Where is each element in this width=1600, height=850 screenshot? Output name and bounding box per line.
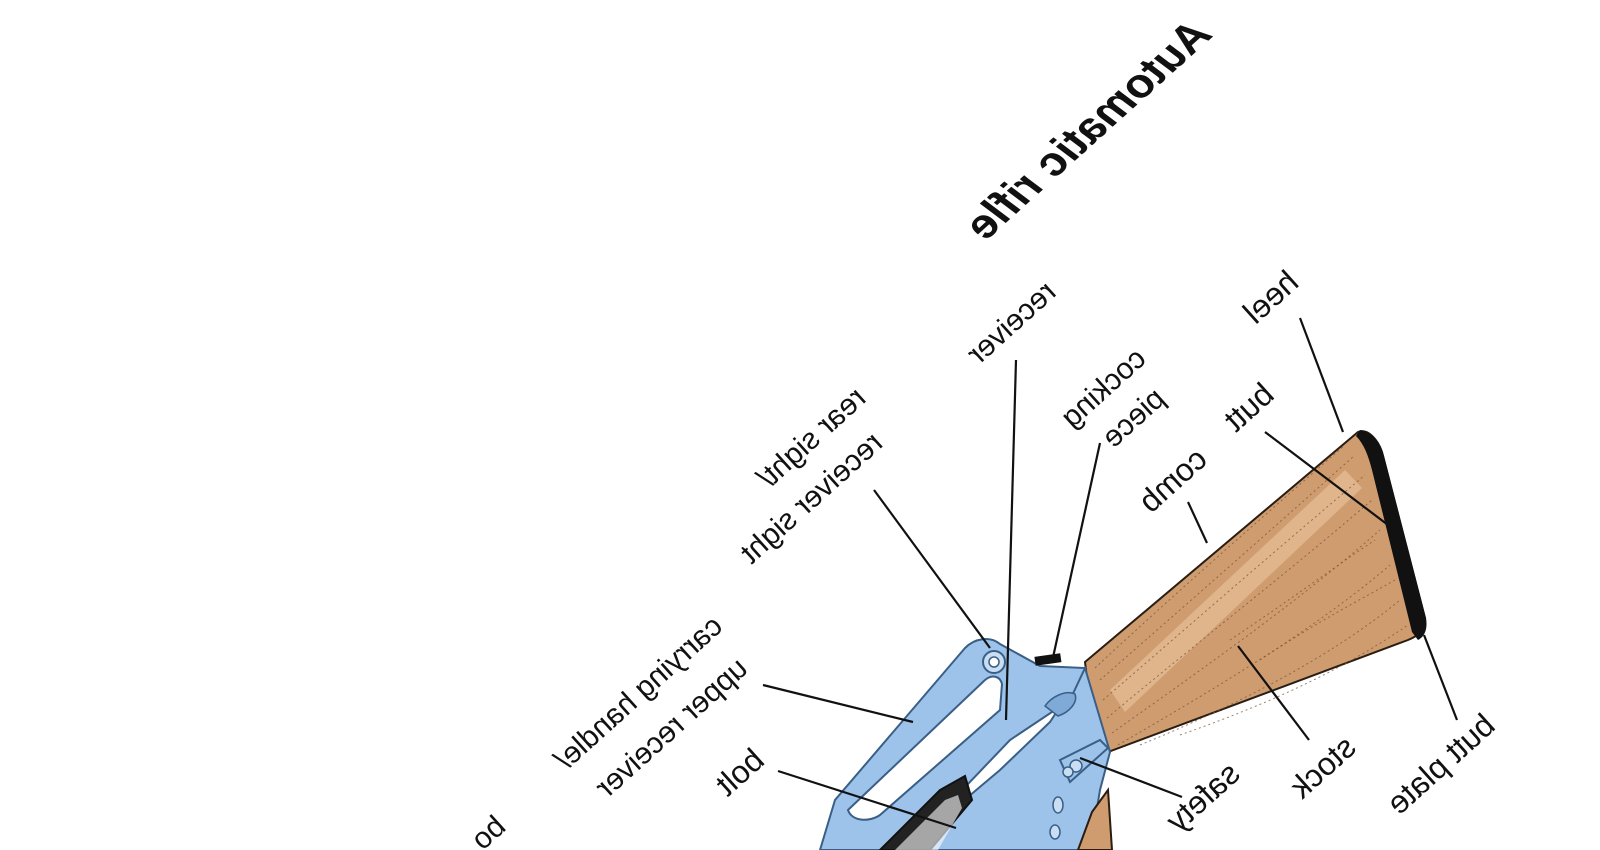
- leader-lines: [762, 317, 1459, 830]
- label-receiver: receiver: [961, 275, 1062, 371]
- label-comb: comb: [1132, 440, 1214, 519]
- butt-plate-shape: [1356, 430, 1427, 640]
- bolt-housing: [878, 774, 974, 850]
- stock-shape: [1083, 430, 1427, 754]
- label-safety: safety: [1159, 755, 1247, 839]
- wood-stock: [1083, 430, 1427, 754]
- carrying-handle-opening: [846, 675, 1004, 821]
- cocking-piece-shape: [1034, 653, 1062, 666]
- wood-highlight: [1110, 470, 1362, 712]
- label-bolt: bolt: [708, 741, 771, 802]
- label-butt: butt: [1217, 376, 1281, 439]
- label-butt-plate: butt plate: [1380, 706, 1502, 821]
- label-partial-left: bo: [465, 810, 512, 850]
- metal-receiver: [818, 638, 1114, 850]
- pistol-grip: [1076, 787, 1114, 850]
- diagram-title: Automatic rifle: [957, 7, 1219, 250]
- label-stock: stock: [1282, 728, 1362, 805]
- label-heel: heel: [1236, 263, 1305, 330]
